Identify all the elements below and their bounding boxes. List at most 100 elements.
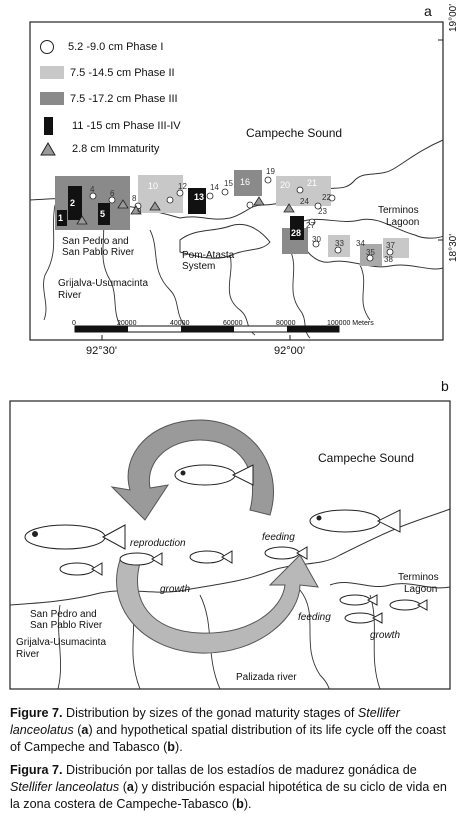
legend-immaturity: 2.8 cm Immaturity: [40, 142, 159, 156]
caption-text: (: [73, 723, 82, 737]
legend-phase1: 5.2 -9.0 cm Phase I: [40, 40, 163, 54]
svg-text:12: 12: [178, 182, 187, 191]
panel-ref: b: [236, 797, 244, 811]
species-name: Stellifer lanceolatus: [10, 706, 400, 737]
grijalva-label-a-2: River: [58, 290, 82, 301]
panel-ref: a: [81, 723, 89, 737]
svg-text:20: 20: [280, 180, 290, 190]
campeche-sound-label-a: Campeche Sound: [246, 126, 343, 140]
phase34-bar-1: [57, 210, 67, 226]
legend-phase34: 11 -15 cm Phase III-IV: [40, 117, 181, 135]
legend-phase3: 7.5 -17.2 cm Phase III: [40, 92, 178, 105]
light-gray-box-icon: [40, 66, 64, 79]
legend-phase2: 7.5 -14.5 cm Phase II: [40, 66, 175, 79]
pom-atasta-label-2: System: [182, 261, 216, 272]
svg-text:35: 35: [366, 248, 375, 257]
svg-text:13: 13: [194, 192, 204, 202]
river-1: [43, 204, 56, 321]
legend-label: 5.2 -9.0 cm Phase I: [68, 41, 164, 53]
terminos-label-a-1: Terminos: [378, 205, 419, 216]
svg-text:8: 8: [132, 194, 137, 203]
svg-text:38: 38: [384, 255, 393, 264]
cycle-arrow-top: [110, 419, 274, 521]
svg-text:30: 30: [312, 235, 321, 244]
panel-b-letter: b: [441, 378, 449, 394]
svg-text:16: 16: [240, 177, 250, 187]
scale-tick-100000: 100000 Meters: [327, 320, 374, 327]
svg-text:22: 22: [322, 193, 331, 202]
campeche-sound-label-b: Campeche Sound: [318, 451, 415, 465]
phase2-block-lagoon-1: [328, 235, 350, 257]
terminos-label-b-2: Lagoon: [404, 584, 438, 595]
panel-ref: a: [126, 780, 134, 794]
lon-tick-9230: 92°30': [86, 345, 117, 357]
lon-tick-9200: 92°00': [274, 345, 305, 357]
phase34-bar-26: [290, 216, 304, 240]
caption-text: Distribution by sizes of the gonad matur…: [62, 706, 358, 720]
pom-atasta-outline: [179, 224, 271, 259]
svg-text:23: 23: [318, 207, 327, 216]
phase3-block-west: [55, 176, 130, 230]
caption-text: ) y distribución espacial hipotética de …: [10, 780, 447, 811]
scale-tick-40000: 40000: [170, 320, 190, 327]
legend-label: 2.8 cm Immaturity: [72, 143, 160, 155]
svg-text:27: 27: [306, 221, 315, 230]
san-pedro-label-a-2: San Pablo River: [62, 247, 135, 258]
map-b: [9, 400, 451, 690]
svg-text:1: 1: [58, 213, 63, 223]
palizada-label: Palizada river: [236, 672, 297, 683]
river-3: [149, 229, 186, 326]
growth-label-right: growth: [370, 630, 401, 641]
caption-text: ).: [243, 797, 252, 811]
river-6: [359, 264, 371, 321]
svg-text:37: 37: [386, 241, 395, 250]
cycle-arrow-bottom: [116, 554, 319, 654]
black-bar-icon: [44, 117, 53, 135]
terminos-label-b-1: Terminos: [398, 572, 439, 583]
reproduction-label: reproduction: [130, 538, 186, 549]
caption-spanish: Figura 7. Distribución por tallas de los…: [10, 762, 450, 813]
svg-text:21: 21: [307, 178, 317, 188]
legend-label: 11 -15 cm Phase III-IV: [72, 120, 181, 132]
svg-text:6: 6: [110, 189, 115, 198]
legend-label: 7.5 -17.2 cm Phase III: [70, 92, 178, 105]
caption-en-label: Figure 7.: [10, 706, 63, 720]
svg-text:34: 34: [356, 239, 365, 248]
svg-text:5: 5: [100, 209, 105, 219]
san-pedro-label-b-1: San Pedro and: [30, 609, 97, 620]
grijalva-label-b-1: Grijalva-Usumacinta: [16, 637, 107, 648]
phase2-block-mid: [138, 175, 183, 213]
svg-text:9: 9: [137, 207, 142, 216]
immaturity-stations: [76, 196, 295, 225]
svg-text:33: 33: [335, 239, 344, 248]
caption-text: Distribución por tallas de los estadíos …: [62, 763, 417, 777]
san-pedro-label-a-1: San Pedro and: [62, 236, 129, 247]
phase34-bar-5: [98, 203, 110, 225]
svg-text:4: 4: [90, 185, 95, 194]
svg-text:10: 10: [148, 181, 158, 191]
phase2-block-east: [276, 176, 331, 206]
legend-label: 7.5 -14.5 cm Phase II: [70, 66, 175, 79]
map-frame: [29, 21, 444, 341]
svg-text:14: 14: [210, 183, 219, 192]
svg-text:28: 28: [291, 228, 301, 238]
grijalva-label-a-1: Grijalva-Usumacinta: [58, 278, 149, 289]
scale-tick-20000: 20000: [117, 320, 137, 327]
svg-text:19: 19: [266, 167, 275, 176]
feeding-label-bottom: feeding: [298, 612, 331, 623]
white-circle-icon: [40, 40, 54, 54]
terminos-label-a-2: Lagoon: [386, 217, 420, 228]
pom-atasta-label-1: Pom-Atasta: [182, 250, 235, 261]
growth-label-left: growth: [160, 584, 191, 595]
panel-ref: b: [167, 740, 175, 754]
panel-a-letter: a: [424, 3, 432, 19]
gray-triangle-icon: [40, 142, 56, 156]
caption-text: (: [119, 780, 127, 794]
fish-group: [24, 464, 428, 624]
dark-gray-box-icon: [40, 92, 64, 105]
caption-text: ) and hypothetical spatial distribution …: [10, 723, 446, 754]
phase3-block-16: [234, 170, 262, 196]
species-name: Stellifer lanceolatus: [10, 780, 120, 794]
